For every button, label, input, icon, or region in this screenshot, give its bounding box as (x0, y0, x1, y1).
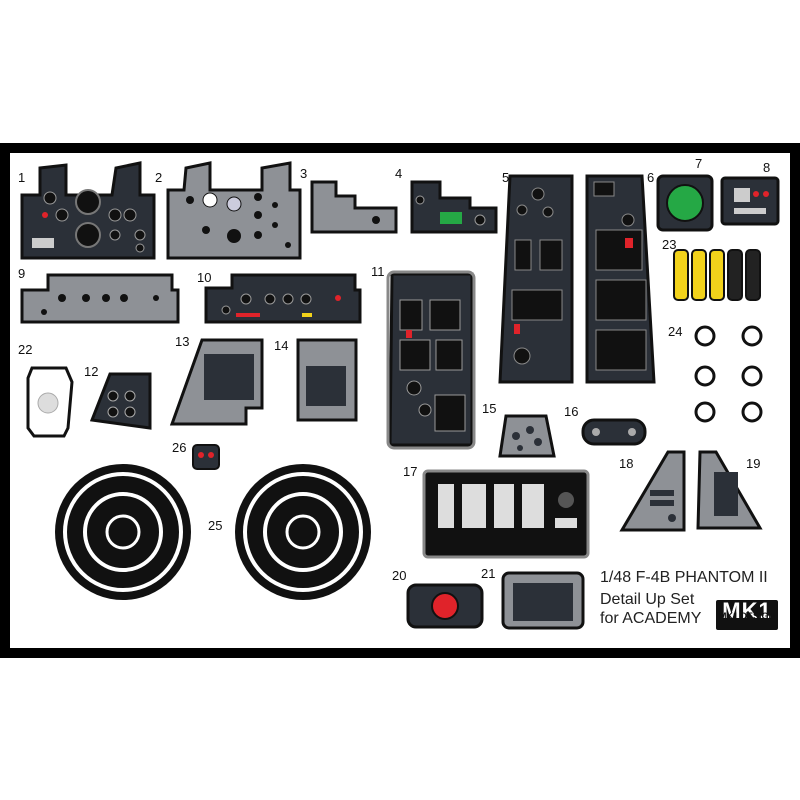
part-number: 17 (403, 464, 417, 479)
part-5-left-console (498, 174, 574, 384)
part-17-large-panel (422, 469, 590, 559)
part-9-grey-panel (20, 273, 180, 324)
part-number: 3 (300, 166, 307, 181)
part-number: 7 (695, 156, 702, 171)
part-21-keypad (501, 571, 585, 630)
part-23-belts (673, 249, 761, 301)
part-number: 8 (763, 160, 770, 175)
part-11-main-panel (386, 270, 476, 450)
brand-logo: MK1 (716, 598, 778, 630)
part-number: 15 (482, 401, 496, 416)
part-number: 2 (155, 170, 162, 185)
brand-logo-subtext: MK1 DESIGN (718, 611, 775, 621)
part-number: 9 (18, 266, 25, 281)
brand-logo-text: MK1 (722, 598, 772, 623)
part-26-small-switches (192, 444, 220, 470)
part-number: 4 (395, 166, 402, 181)
product-subtitle: Detail Up Set (600, 591, 695, 608)
part-6-right-console (585, 174, 656, 384)
part-number: 13 (175, 334, 189, 349)
part-14-panel (296, 338, 358, 422)
part-8-small-panel (720, 176, 780, 226)
part-1-instrument-panel (20, 161, 156, 260)
part-18-side-panel (619, 450, 686, 532)
part-number: 5 (502, 170, 509, 185)
part-19-side-panel (696, 450, 763, 530)
part-number: 20 (392, 568, 406, 583)
part-number: 22 (18, 342, 32, 357)
part-number: 25 (208, 518, 222, 533)
part-number: 10 (197, 270, 211, 285)
part-16-strip (581, 418, 647, 446)
part-number: 6 (647, 170, 654, 185)
product-compatibility: for ACADEMY (600, 610, 702, 627)
part-3-side-console (310, 180, 398, 234)
part-number: 1 (18, 170, 25, 185)
part-4-console (410, 180, 498, 234)
part-2-rear-panel (166, 161, 302, 260)
part-number: 26 (172, 440, 186, 455)
product-title: 1/48 F-4B PHANTOM II (600, 569, 768, 586)
part-10-dark-panel (204, 273, 362, 324)
part-24-knobs (694, 325, 763, 423)
part-7-green-indicator (656, 174, 714, 232)
part-number: 21 (481, 566, 495, 581)
part-number: 11 (371, 264, 385, 279)
part-20-red-button-panel (406, 583, 484, 629)
part-number: 12 (84, 364, 98, 379)
part-number: 23 (662, 237, 676, 252)
part-number: 18 (619, 456, 633, 471)
part-15-small-panel (498, 414, 556, 458)
part-number: 16 (564, 404, 578, 419)
part-25-grille-left (55, 464, 191, 600)
part-number: 19 (746, 456, 760, 471)
part-25-grille-right (235, 464, 371, 600)
part-number: 24 (668, 324, 682, 339)
part-number: 14 (274, 338, 288, 353)
part-12-angled-panel (89, 372, 152, 430)
part-13-panel (169, 338, 264, 426)
part-22-bracket (26, 366, 74, 438)
